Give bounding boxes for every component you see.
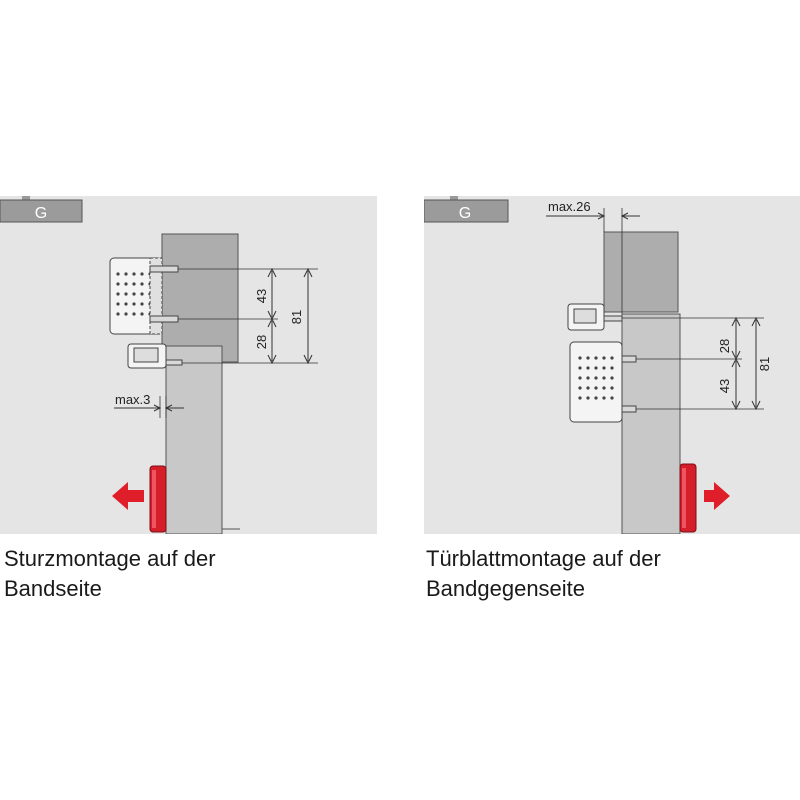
- max-arrow-out: [164, 404, 173, 412]
- caption-line-1: Sturzmontage auf der: [4, 546, 216, 571]
- dim-upper-label: 28: [717, 339, 732, 353]
- max-arrow-in: [153, 404, 162, 412]
- closer-hole: [610, 386, 614, 390]
- max-label: max.3: [115, 392, 150, 407]
- closer-hole: [610, 376, 614, 380]
- max-label: max.26: [548, 199, 591, 214]
- screw-upper: [149, 265, 179, 273]
- screw-upper: [621, 355, 637, 363]
- frame-g-label: G: [459, 205, 471, 222]
- left-diagram-svg: G 43 28 81 max.3: [0, 196, 377, 535]
- closer-hole: [124, 292, 128, 296]
- closer-hole: [132, 282, 136, 286]
- screw-lower: [149, 315, 179, 323]
- closer-hole: [132, 272, 136, 276]
- closer-hole: [132, 292, 136, 296]
- closer-hole: [602, 386, 606, 390]
- direction-arrow-left-icon: [112, 482, 144, 510]
- slide-rail-inner: [133, 347, 159, 363]
- closer-hole: [140, 282, 144, 286]
- closer-hole: [586, 366, 590, 370]
- dim-lower-label: 28: [254, 335, 269, 349]
- dim-arrows-total: [751, 316, 761, 411]
- closer-hole: [610, 356, 614, 360]
- closer-hole: [116, 272, 120, 276]
- dim-arrows-lower: [731, 357, 741, 411]
- frame-g-badge: [0, 199, 83, 223]
- frame-g-label: G: [35, 205, 47, 222]
- max-arrow-in: [597, 212, 606, 220]
- caption-tuerblattmontage: Türblattmontage auf der Bandgegenseite: [426, 544, 661, 604]
- slide-rail-inner: [573, 308, 597, 324]
- closer-hole: [594, 356, 598, 360]
- badge-tab: [450, 196, 458, 200]
- closer-hole: [140, 292, 144, 296]
- closer-hole: [578, 356, 582, 360]
- closer-hole: [610, 396, 614, 400]
- screw-lower: [621, 405, 637, 413]
- closer-hole: [610, 366, 614, 370]
- closer-hole: [124, 282, 128, 286]
- closer-hole: [140, 302, 144, 306]
- closer-hole: [578, 386, 582, 390]
- closer-hole: [602, 396, 606, 400]
- right-diagram-svg: G max.26 28 43 81: [423, 196, 800, 535]
- dim-upper-label: 43: [254, 289, 269, 303]
- max-arrow-out: [620, 212, 629, 220]
- rail-screw: [165, 359, 183, 366]
- closer-hole: [594, 386, 598, 390]
- diagram-tuerblattmontage: G max.26 28 43 81: [423, 196, 800, 535]
- hinge-highlight: [152, 470, 156, 528]
- closer-hole: [578, 396, 582, 400]
- caption-line-1: Türblattmontage auf der: [426, 546, 661, 571]
- caption-sturzmontage: Sturzmontage auf der Bandseite: [4, 544, 216, 604]
- closer-hole-grid: [578, 356, 614, 400]
- closer-hole: [140, 272, 144, 276]
- door-closer-body: [569, 341, 623, 423]
- frame-g-badge: [423, 199, 509, 223]
- closer-hole: [578, 376, 582, 380]
- door-frame: [603, 231, 679, 313]
- closer-mounting-plate: [149, 257, 163, 335]
- closer-hole: [602, 376, 606, 380]
- closer-hole: [124, 302, 128, 306]
- closer-hole: [578, 366, 582, 370]
- diagram-sturzmontage: G 43 28 81 max.3: [0, 196, 377, 535]
- badge-tab: [22, 196, 30, 200]
- direction-arrow-right-icon: [704, 482, 730, 510]
- closer-hole: [594, 366, 598, 370]
- closer-hole: [124, 312, 128, 316]
- dim-total-label: 81: [757, 357, 772, 371]
- closer-hole: [586, 386, 590, 390]
- closer-hole: [586, 356, 590, 360]
- closer-hole: [116, 302, 120, 306]
- closer-hole: [124, 272, 128, 276]
- dim-arrows-total: [303, 267, 313, 365]
- caption-line-2: Bandseite: [4, 576, 102, 601]
- dim-total-label: 81: [289, 310, 304, 324]
- hinge-highlight: [682, 468, 686, 528]
- closer-hole: [132, 312, 136, 316]
- closer-hole: [602, 366, 606, 370]
- door-leaf: [621, 313, 681, 535]
- caption-line-2: Bandgegenseite: [426, 576, 586, 601]
- closer-hole: [132, 302, 136, 306]
- closer-hole: [116, 292, 120, 296]
- closer-hole: [116, 312, 120, 316]
- dim-lower-label: 43: [717, 379, 732, 393]
- closer-hole: [116, 282, 120, 286]
- closer-hole: [602, 356, 606, 360]
- door-leaf: [165, 345, 223, 535]
- dim-arrows-lower: [267, 317, 277, 365]
- closer-hole: [594, 396, 598, 400]
- rail-screw: [603, 315, 623, 322]
- door-frame: [161, 233, 239, 363]
- closer-hole: [140, 312, 144, 316]
- closer-hole: [594, 376, 598, 380]
- closer-hole: [586, 376, 590, 380]
- closer-hole: [586, 396, 590, 400]
